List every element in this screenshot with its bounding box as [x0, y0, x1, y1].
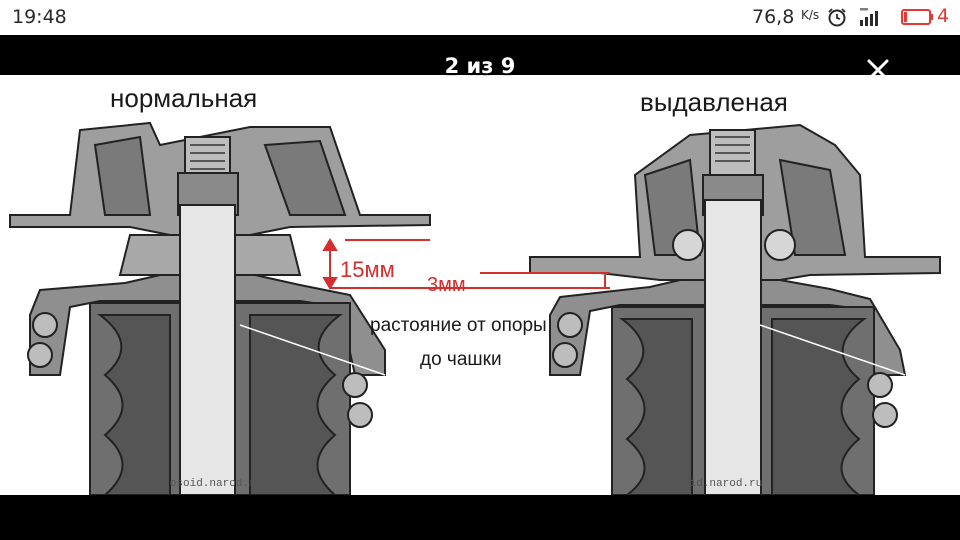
battery-icon	[901, 9, 933, 25]
viewer-footer	[0, 495, 960, 540]
alarm-icon	[828, 8, 846, 27]
status-bar: 19:48 76,8 K/s 4	[0, 0, 960, 35]
pressed-mount	[529, 123, 941, 495]
image-counter: 2 из 9	[444, 54, 516, 78]
watermark-right: larosoid.narod.ru	[650, 478, 763, 490]
status-time: 19:48	[12, 6, 67, 28]
gap-normal-label: 15мм	[340, 257, 395, 282]
signal-icon	[860, 8, 878, 26]
dimension-lines	[322, 238, 610, 290]
annotation-line-1: растояние от опоры	[370, 315, 547, 336]
annotation-line-2: до чашки	[420, 349, 502, 370]
close-button[interactable]	[860, 52, 896, 88]
battery-level: 4	[937, 5, 950, 27]
status-icons	[828, 8, 933, 27]
image-viewer[interactable]: нормальная выдавленая 15мм 3мм растояние…	[0, 75, 960, 495]
close-icon[interactable]	[860, 52, 896, 88]
viewer-header	[0, 35, 960, 75]
watermark-left: larosoid.narod.ru	[150, 478, 263, 490]
title-normal: нормальная	[110, 83, 258, 113]
gap-pressed-label: 3мм	[427, 274, 466, 296]
network-speed-unit: K/s	[801, 8, 820, 22]
leader-lines	[239, 324, 906, 376]
normal-mount	[9, 121, 431, 495]
strut-mount-diagram	[9, 121, 941, 495]
title-pressed: выдавленая	[640, 87, 788, 117]
network-speed: 76,8	[752, 6, 795, 28]
